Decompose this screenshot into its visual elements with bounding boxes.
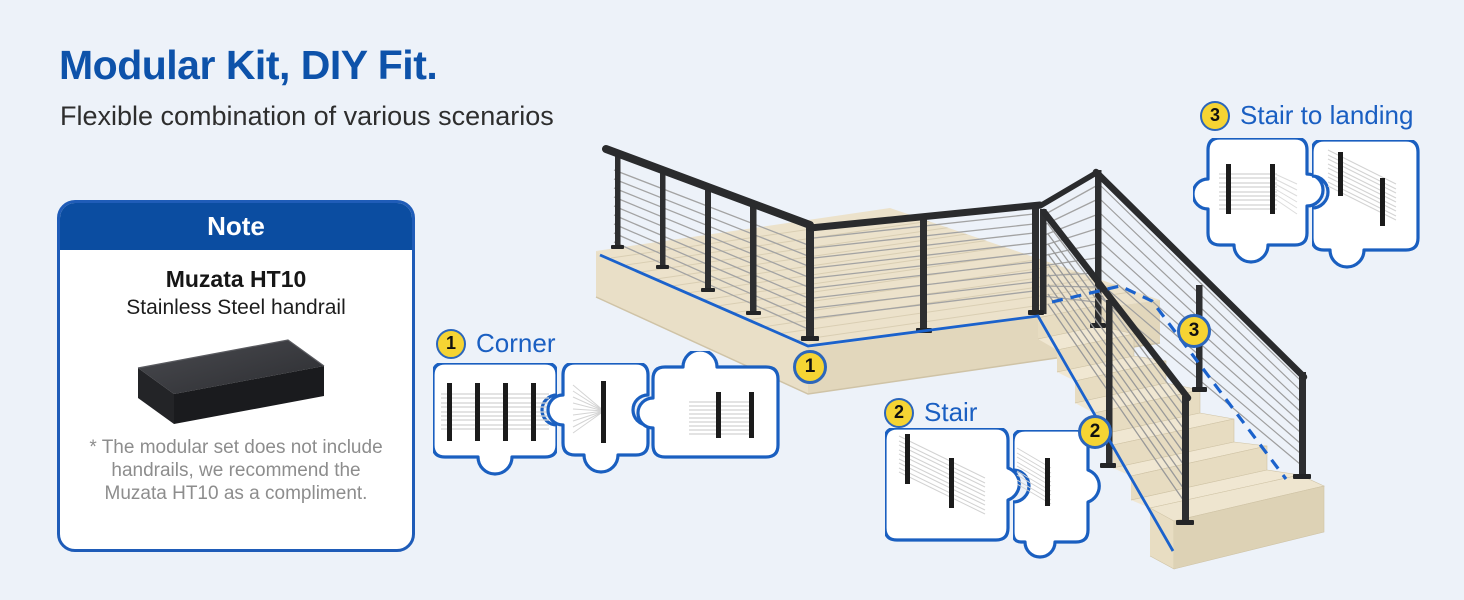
puzzle-piece-corner-2: [541, 363, 651, 483]
stair-railing-1-post-icon: [1016, 447, 1052, 506]
puzzle-piece-landing-2: [1312, 140, 1422, 272]
straight-railing-2-post-icon: [689, 392, 754, 438]
note-card: Note Muzata HT10 Stainless Steel handrai…: [57, 200, 415, 552]
product-name: Muzata HT10: [165, 266, 307, 292]
landing-label-text: Stair to landing: [1240, 100, 1414, 130]
puzzle-piece-landing-1: [1193, 138, 1327, 270]
puzzle-piece-corner-3: [629, 351, 781, 463]
stair-railing-2-post-icon: [898, 434, 986, 515]
straight-railing-4-post-icon: [441, 383, 549, 441]
deck-railing: [602, 145, 1047, 341]
corner-number-badge: 1: [436, 328, 466, 359]
scene-badge-corner: 1: [793, 350, 827, 384]
puzzle-piece-stair-1: [885, 428, 1029, 542]
handrail-product-image: [137, 339, 325, 424]
scene-badge-landing: 3: [1177, 314, 1211, 348]
landing-number-badge: 3: [1200, 100, 1230, 131]
corner-label-text: Corner: [476, 328, 556, 358]
corner-section-label: 1 Corner: [436, 328, 555, 359]
stair-number-badge: 2: [884, 397, 914, 428]
product-description: Stainless Steel handrail: [126, 296, 346, 319]
stair-label-text: Stair: [924, 397, 978, 427]
footnote-line: Muzata HT10 as a compliment.: [104, 483, 368, 505]
footnote-line: handrails, we recommend the: [111, 460, 361, 482]
stair-section-label: 2 Stair: [884, 397, 977, 428]
landing-railing-2-post-icon: [1219, 164, 1298, 215]
note-card-header: Note: [60, 203, 412, 250]
puzzle-piece-corner-1: [433, 363, 557, 483]
footnote-line: * The modular set does not include: [89, 437, 383, 458]
corner-post-icon: [572, 381, 606, 443]
note-footnote: * The modular set does not include handr…: [60, 436, 412, 506]
deck-railing-cables: [613, 169, 1097, 330]
note-title: Note: [207, 211, 265, 241]
page-title: Modular Kit, DIY Fit.: [59, 42, 438, 88]
landing-section-label: 3 Stair to landing: [1200, 100, 1413, 131]
stair-transition-railing-icon: [1327, 149, 1397, 226]
puzzle-piece-stair-2: [1013, 430, 1125, 562]
scene-badge-stair: 2: [1078, 415, 1112, 449]
page-subtitle: Flexible combination of various scenario…: [60, 101, 554, 131]
